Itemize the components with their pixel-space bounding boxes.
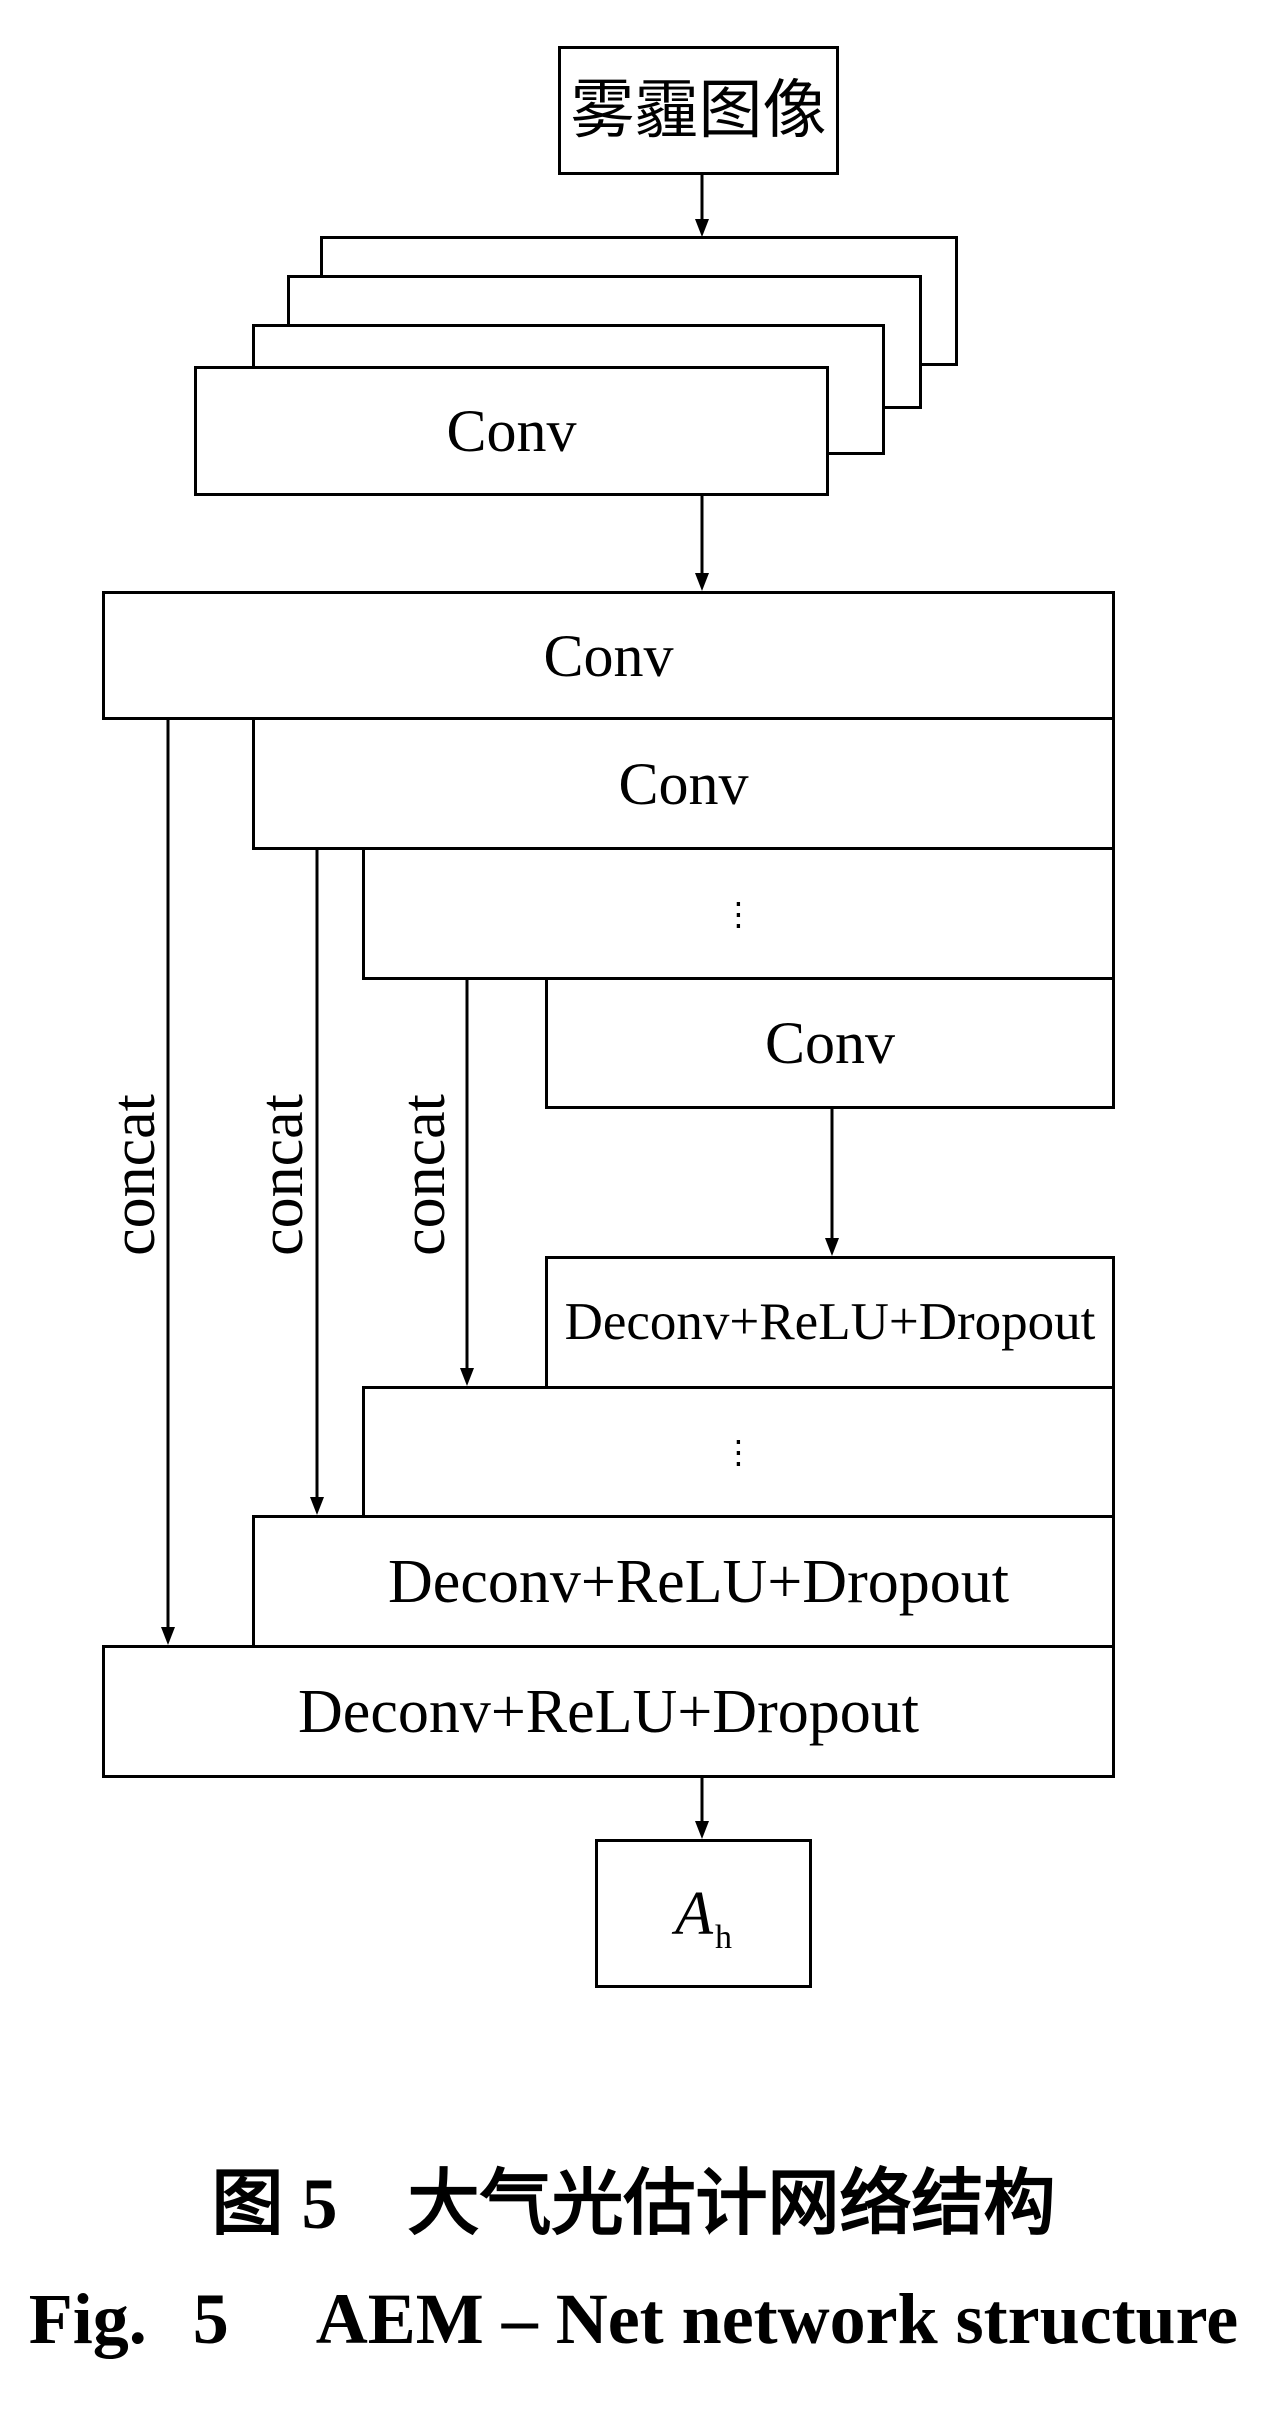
decoder-layer-last: Deconv+ReLU+Dropout xyxy=(102,1645,1115,1778)
skip-connection-3-label: concat xyxy=(390,1094,458,1256)
skip-connection-2-label: concat xyxy=(248,1094,316,1256)
arrow-conv-stack-to-encoder xyxy=(695,495,709,591)
encoder-layer-1: Conv xyxy=(102,591,1115,720)
decoder-layer-penultimate: Deconv+ReLU+Dropout xyxy=(252,1515,1115,1648)
decoder-ellipsis-label: ⋮ xyxy=(722,1433,755,1471)
caption-en-title: AEM – Net network structure xyxy=(315,2279,1239,2359)
decoder-layer-1-label: Deconv+ReLU+Dropout xyxy=(564,1293,1096,1351)
skip-connection-1-label: concat xyxy=(100,1094,168,1256)
figure-caption-chinese: 图 5 大气光估计网络结构 xyxy=(0,2164,1267,2244)
arrowhead xyxy=(161,1627,175,1645)
encoder-layer-ellipsis: ⋮ xyxy=(362,847,1115,980)
arrow-input-to-conv-stack xyxy=(695,174,709,237)
encoder-layer-2-label: Conv xyxy=(618,750,749,817)
input-node-label: 雾霾图像 xyxy=(570,74,827,146)
caption-cn-figure-number: 图 5 xyxy=(211,2164,338,2244)
skip-connection-3 xyxy=(460,979,474,1386)
encoder-ellipsis-label: ⋮ xyxy=(722,894,755,933)
decoder-layer-1: Deconv+ReLU+Dropout xyxy=(545,1256,1115,1389)
arrowhead xyxy=(695,1821,709,1839)
caption-cn-title: 大气光估计网络结构 xyxy=(407,2164,1056,2244)
caption-en-figure-number: Fig. 5 xyxy=(28,2279,229,2359)
arrowhead xyxy=(825,1238,839,1256)
output-node-box: Ah xyxy=(595,1839,812,1988)
encoder-layer-1-label: Conv xyxy=(543,622,674,689)
arrowhead xyxy=(460,1368,474,1386)
decoder-layer-ellipsis: ⋮ xyxy=(362,1386,1115,1518)
decoder-layer-last-label: Deconv+ReLU+Dropout xyxy=(298,1677,919,1746)
output-symbol: A xyxy=(675,1879,713,1948)
encoder-layer-2: Conv xyxy=(252,717,1115,850)
arrowhead xyxy=(695,573,709,591)
encoder-layer-last-label: Conv xyxy=(764,1010,896,1076)
stacked-conv-label: Conv xyxy=(446,398,577,464)
output-node-label: Ah xyxy=(675,1879,732,1955)
stacked-conv-layer-front: Conv xyxy=(194,366,829,496)
arrow-encoder-to-decoder xyxy=(825,1108,839,1256)
arrow-decoder-to-output xyxy=(695,1777,709,1839)
output-subscript: h xyxy=(714,1918,732,1956)
arrowhead xyxy=(695,219,709,237)
decoder-layer-penultimate-label: Deconv+ReLU+Dropout xyxy=(388,1547,1009,1616)
arrowhead xyxy=(310,1497,324,1515)
input-node-box: 雾霾图像 xyxy=(558,46,839,175)
encoder-layer-last: Conv xyxy=(545,977,1115,1109)
figure-caption-english: Fig. 5 AEM – Net network structure xyxy=(0,2279,1267,2359)
